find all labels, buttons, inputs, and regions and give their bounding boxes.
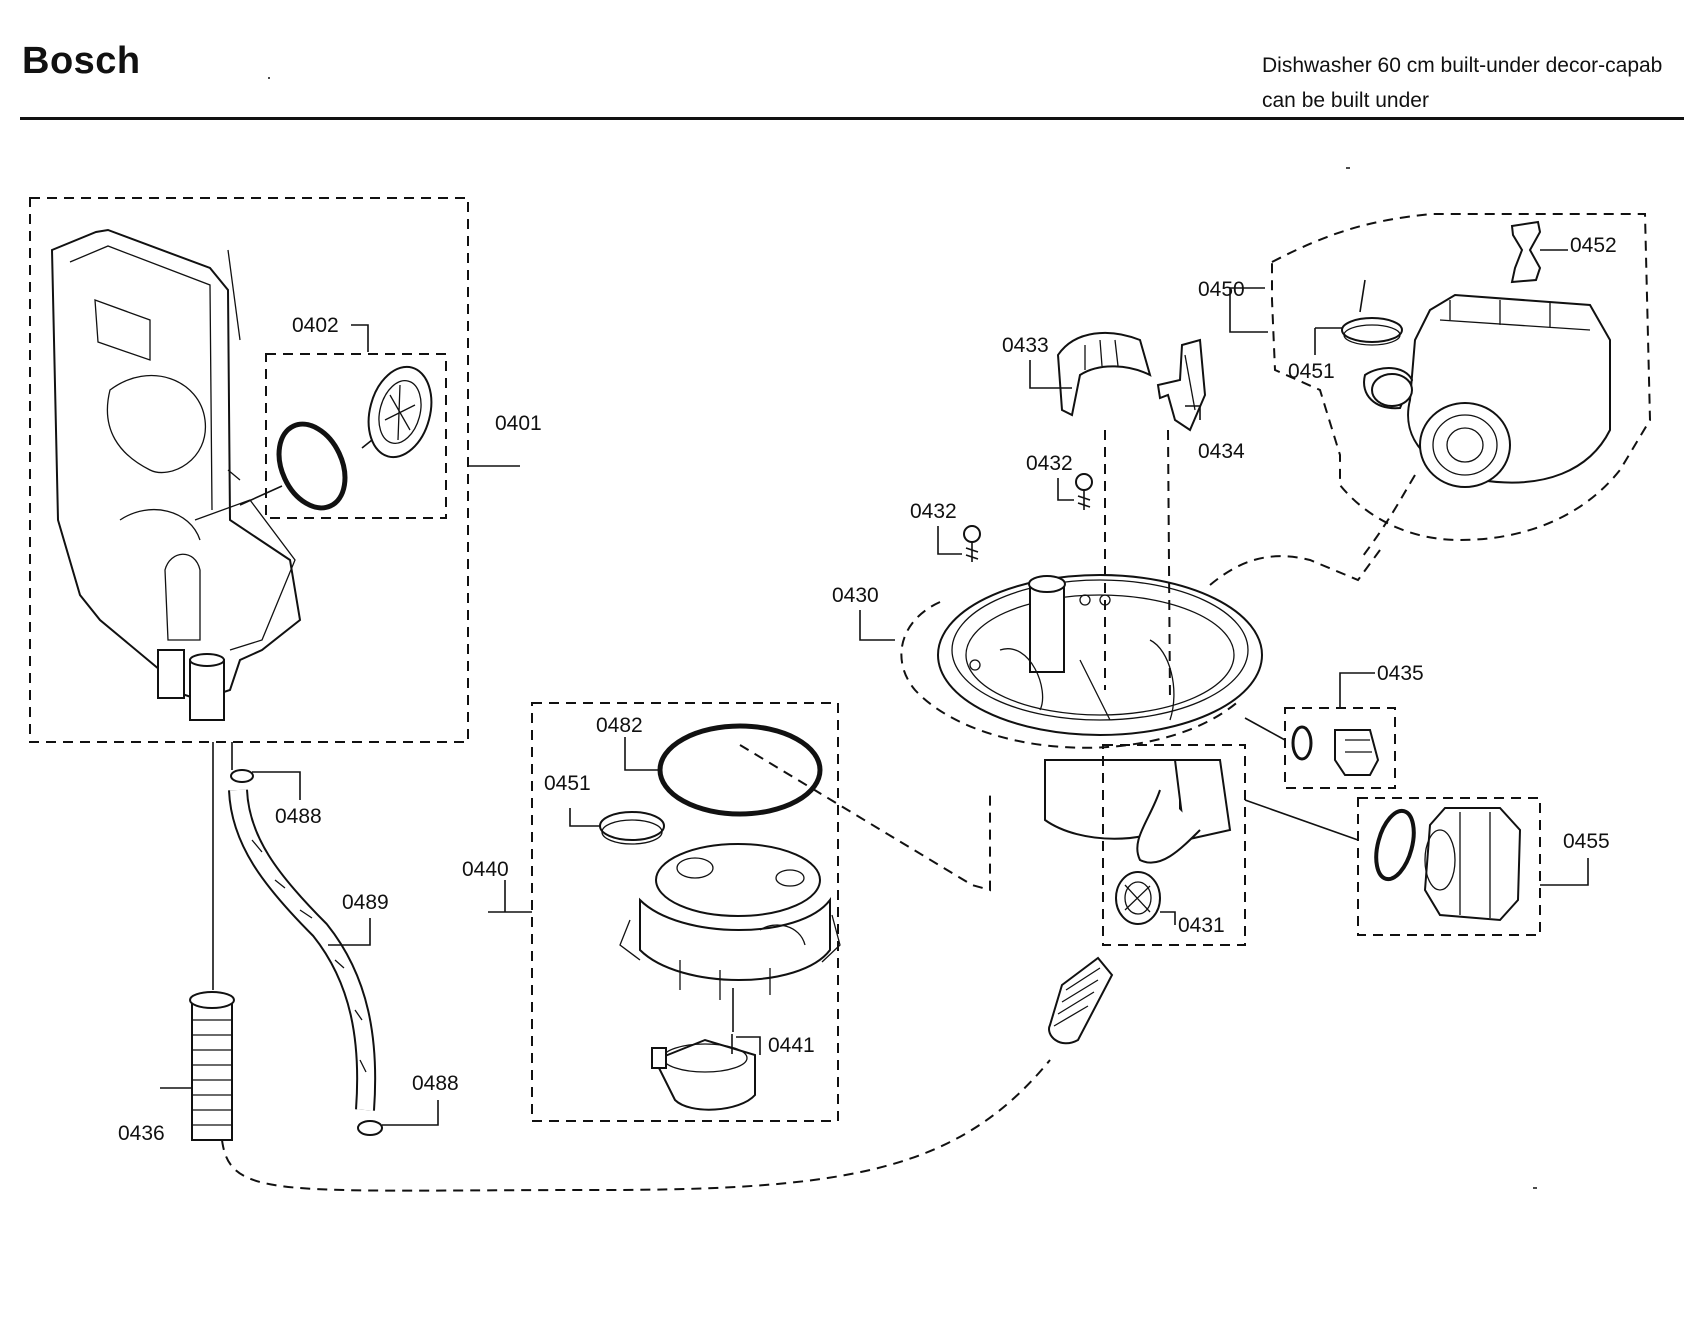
part-0432-screw-left[interactable]: [963, 525, 981, 562]
label-0436[interactable]: 0436: [118, 1122, 165, 1145]
part-0455-drain-pump[interactable]: [1370, 807, 1522, 922]
leader-pump: [1359, 474, 1416, 561]
header-divider: [20, 117, 1684, 120]
description-line-2: can be built under: [1262, 89, 1429, 112]
part-0402-seal-ring[interactable]: [266, 413, 358, 518]
group-0430-outline: [900, 601, 1241, 749]
part-0451-clamp-left[interactable]: [599, 811, 665, 845]
group-0401-outline: [29, 197, 469, 743]
label-0434[interactable]: 0434: [1198, 440, 1245, 463]
part-0488-clamp-lower[interactable]: [357, 1120, 383, 1136]
leader-0436-to-sump: [221, 1059, 1051, 1192]
part-0432-screw-right[interactable]: [1075, 473, 1093, 510]
part-0433-clip[interactable]: [1056, 331, 1152, 417]
group-0440-outline: [531, 702, 839, 1122]
part-0450-pump-motor[interactable]: [1363, 293, 1611, 488]
part-0434-sensor-bracket[interactable]: [1156, 338, 1207, 432]
part-0441-motor[interactable]: [651, 1034, 756, 1111]
part-0488-clamp-upper[interactable]: [230, 769, 254, 783]
part-0482-seal-ring[interactable]: [657, 723, 823, 817]
label-0441[interactable]: 0441: [768, 1034, 815, 1057]
label-0433[interactable]: 0433: [1002, 334, 1049, 357]
part-0430-sump[interactable]: [937, 574, 1263, 864]
label-0489[interactable]: 0489: [342, 891, 389, 914]
part-0489-hose[interactable]: [228, 789, 377, 1111]
group-0431-outline: [1102, 744, 1246, 946]
group-0402-outline: [265, 353, 447, 519]
part-0451-clamp-right[interactable]: [1341, 317, 1403, 346]
label-0488-upper[interactable]: 0488: [275, 805, 322, 828]
scan-specks: [268, 77, 1537, 1189]
label-0482[interactable]: 0482: [596, 714, 643, 737]
group-0450-outline: [1271, 213, 1652, 542]
leader-sump-to-pump: [1209, 549, 1381, 586]
part-0452-bracket[interactable]: [1510, 220, 1542, 284]
label-0432-left[interactable]: 0432: [910, 500, 957, 523]
part-0401-tank[interactable]: [50, 228, 302, 721]
label-0455[interactable]: 0455: [1563, 830, 1610, 853]
model-description: Dishwasher 60 cm built-under decor-capab…: [1262, 48, 1662, 118]
label-0401[interactable]: 0401: [495, 412, 542, 435]
part-0402-cover[interactable]: [359, 360, 441, 464]
part-0436-corrugated-hose[interactable]: [189, 991, 235, 1141]
label-0450[interactable]: 0450: [1198, 278, 1245, 301]
brand-title: Bosch: [22, 40, 141, 82]
label-0432-right[interactable]: 0432: [1026, 452, 1073, 475]
label-0451-right[interactable]: 0451: [1288, 360, 1335, 383]
part-0431-check-valve[interactable]: [1115, 871, 1161, 925]
label-0431[interactable]: 0431: [1178, 914, 1225, 937]
label-0488-lower[interactable]: 0488: [412, 1072, 459, 1095]
description-line-1: Dishwasher 60 cm built-under decor-capab: [1262, 54, 1663, 77]
label-0435[interactable]: 0435: [1377, 662, 1424, 685]
label-0440[interactable]: 0440: [462, 858, 509, 881]
label-0451-left[interactable]: 0451: [544, 772, 591, 795]
label-0452[interactable]: 0452: [1570, 234, 1617, 257]
label-0402[interactable]: 0402: [292, 314, 339, 337]
part-0440-valve-housing[interactable]: [619, 843, 841, 1000]
leader-0434: [1167, 429, 1171, 701]
group-0455-outline: [1357, 797, 1541, 936]
part-0431-pipe-connector[interactable]: [1048, 956, 1114, 1045]
leader-0482-to-sump: [739, 744, 991, 892]
label-0430[interactable]: 0430: [832, 584, 879, 607]
part-0435-sensor[interactable]: [1291, 725, 1380, 776]
